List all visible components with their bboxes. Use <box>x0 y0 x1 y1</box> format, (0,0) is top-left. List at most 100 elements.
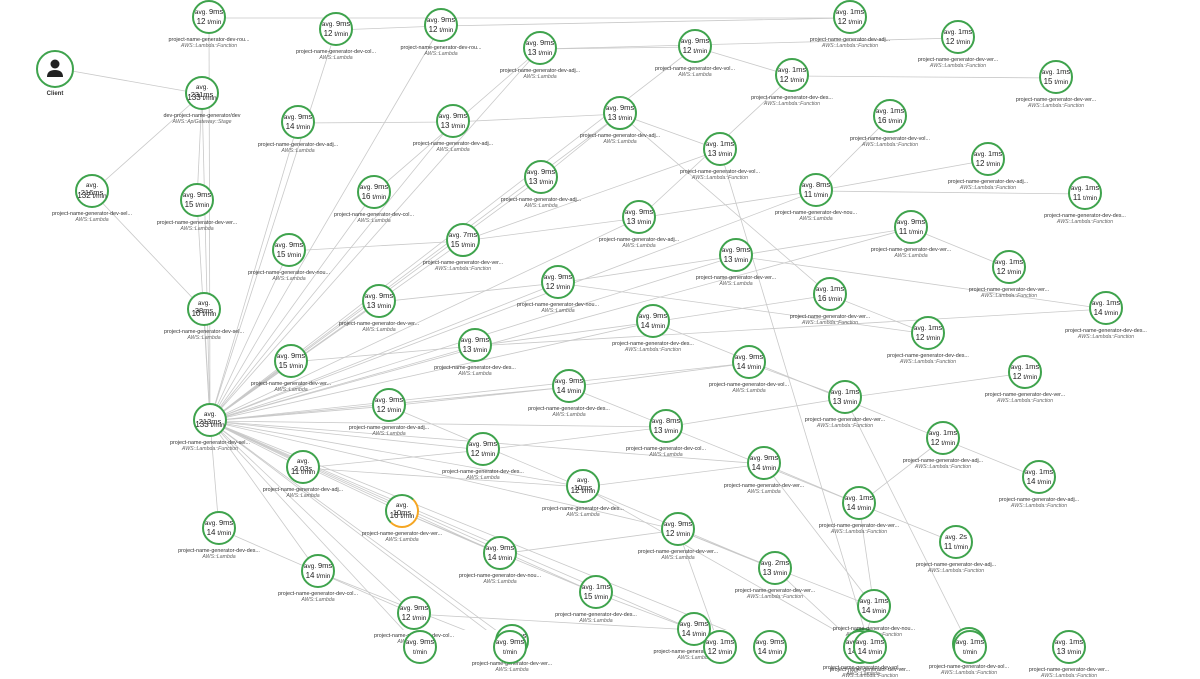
node-type: AWS::Lambda <box>274 387 308 393</box>
node-label: project-name-generator-dev-adj... <box>579 133 661 139</box>
avg-prefix: avg. <box>1070 185 1084 192</box>
edge-n10-n23 <box>209 420 484 451</box>
node-type: AWS::Lambda <box>732 388 766 394</box>
node-type: AWS::Lambda::Function <box>1027 103 1085 109</box>
edge-n10-n33 <box>209 420 497 630</box>
avg-value: 9ms <box>378 291 394 300</box>
avg-latency: avg. 9ms <box>495 638 525 646</box>
node-label: dev-project-name-generator/dev <box>163 113 241 119</box>
avg-latency: avg. 1ms <box>844 494 874 502</box>
avg-value: 2s <box>959 532 968 541</box>
client-node[interactable]: Client <box>25 50 85 97</box>
node-type: AWS::Lambda::Function <box>940 670 998 676</box>
avg-latency: avg. 1ms <box>777 66 807 74</box>
edge-n10-n36 <box>209 420 679 531</box>
avg-latency: avg. 9ms <box>605 104 635 112</box>
avg-prefix: avg. <box>943 29 957 36</box>
edge-n30-n44 <box>582 486 836 630</box>
service-node-n72[interactable]: avg. 1ms t/min <box>915 630 1025 667</box>
throughput: 14 t/min <box>734 362 764 372</box>
tpm-unit: t/min <box>941 440 956 447</box>
avg-prefix: avg. <box>485 545 499 552</box>
avg-latency: avg. 9ms <box>624 208 654 216</box>
tpm-value: 14 <box>751 463 761 472</box>
avg-value: 9ms <box>440 15 456 24</box>
tpm-unit: t/min <box>1037 479 1052 486</box>
tpm-unit: t/min <box>594 594 609 601</box>
avg-value: 2ms <box>774 558 790 567</box>
node-label: project-name-generator-dev-des... <box>751 95 833 101</box>
throughput: 14 t/min <box>1091 308 1121 318</box>
node-label: project-name-generator-dev-sel... <box>52 211 132 217</box>
avg-latency: avg. 9ms <box>399 604 429 612</box>
throughput: 14 t/min <box>303 571 333 581</box>
avg-value: 1ms <box>849 7 865 16</box>
service-node-n73[interactable]: avg. 9ms t/min <box>365 630 475 667</box>
